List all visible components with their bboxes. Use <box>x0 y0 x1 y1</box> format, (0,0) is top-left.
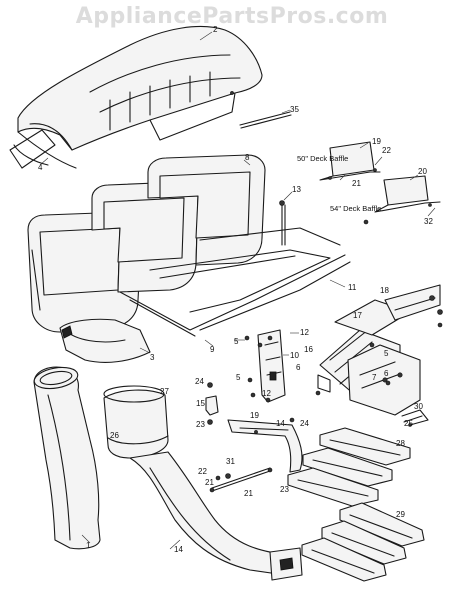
watermark: AppliancePartsPros.com <box>75 4 389 29</box>
callout-5c: 5 <box>236 373 241 382</box>
callout-7: 7 <box>372 373 377 382</box>
callout-18: 18 <box>380 286 389 295</box>
callout-21c: 21 <box>244 489 253 498</box>
leader-lines <box>39 31 436 550</box>
chute-guard[interactable] <box>227 419 303 473</box>
chute-tube[interactable] <box>103 385 303 581</box>
callout-26: 26 <box>110 431 119 440</box>
callout-22: 22 <box>382 146 391 155</box>
callout-2: 2 <box>213 25 218 34</box>
pin-25[interactable] <box>408 419 429 427</box>
bagger-cover[interactable] <box>9 25 263 169</box>
callout-11: 11 <box>348 283 357 292</box>
callout-23b: 23 <box>280 485 289 494</box>
chute-adapter[interactable] <box>59 318 151 363</box>
support-rod[interactable] <box>239 111 292 129</box>
callout-25: 25 <box>404 419 413 428</box>
callout-17: 17 <box>353 311 362 320</box>
callout-6a: 6 <box>296 363 301 372</box>
callout-9: 9 <box>210 345 215 354</box>
callout-19: 19 <box>372 137 381 146</box>
latch-hardware[interactable] <box>205 382 295 486</box>
callout-10: 10 <box>290 351 299 360</box>
callout-6b: 6 <box>384 369 389 378</box>
callout-13: 13 <box>292 185 301 194</box>
callout-12b: 12 <box>262 389 271 398</box>
callout-21b: 21 <box>205 478 214 487</box>
bag-frame[interactable] <box>119 200 351 337</box>
callout-8: 8 <box>245 153 250 162</box>
mower-blades-29[interactable] <box>301 502 425 582</box>
callout-22b: 22 <box>198 467 207 476</box>
callout-23a: 23 <box>196 420 205 429</box>
discharge-hose[interactable] <box>33 364 101 550</box>
callout-35: 35 <box>290 105 299 114</box>
callout-14a: 14 <box>276 419 285 428</box>
callout-31: 31 <box>226 457 235 466</box>
callout-32: 32 <box>424 217 433 226</box>
callout-15: 15 <box>196 399 205 408</box>
callout-14b: 14 <box>174 545 183 554</box>
lower-bracket[interactable] <box>347 344 429 423</box>
callout-labels: 2 35 8 13 4 19 22 21 20 32 11 18 17 3 9 … <box>38 25 433 554</box>
callout-12a: 12 <box>300 328 309 337</box>
bolts[interactable] <box>250 335 273 403</box>
callout-16: 16 <box>304 345 313 354</box>
callout-24b: 24 <box>300 419 309 428</box>
caption-50-deck-baffle: 50" Deck Baffle <box>297 154 348 163</box>
mower-blades-28[interactable] <box>287 427 411 507</box>
caption-54-deck-baffle: 54" Deck Baffle <box>330 204 381 213</box>
callout-27: 27 <box>160 387 169 396</box>
callout-5a: 5 <box>234 337 239 346</box>
deck-baffle-54[interactable] <box>363 175 441 225</box>
callout-21: 21 <box>352 179 361 188</box>
grass-bags[interactable] <box>27 154 266 333</box>
callout-24a: 24 <box>195 377 204 386</box>
callout-28: 28 <box>396 439 405 448</box>
callout-30: 30 <box>414 402 423 411</box>
callout-1: 1 <box>86 541 91 550</box>
misc-fasteners[interactable] <box>244 335 391 396</box>
callout-20: 20 <box>418 167 427 176</box>
callout-5b: 5 <box>384 349 389 358</box>
chute-rod[interactable] <box>209 467 273 493</box>
callout-29: 29 <box>396 510 405 519</box>
callout-3: 3 <box>150 353 155 362</box>
callout-19b: 19 <box>250 411 259 420</box>
latch-bracket[interactable] <box>257 329 286 403</box>
deck-baffle-50[interactable] <box>319 141 381 181</box>
callout-4: 4 <box>38 163 43 172</box>
